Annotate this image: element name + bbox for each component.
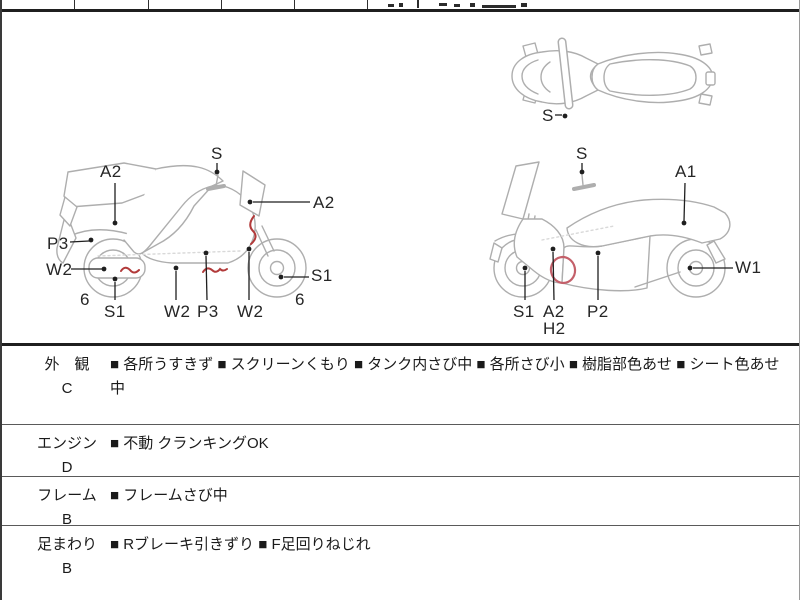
clipped-text-fragment xyxy=(417,0,419,8)
part-code-label: A2 xyxy=(543,302,565,321)
clipped-text-fragment xyxy=(470,3,475,7)
column-divider xyxy=(74,0,75,9)
table-row-undercarriage: 足まわり B ■ Rブレーキ引きずり ■ F足回りねじれ xyxy=(2,525,799,600)
part-code-label: P2 xyxy=(587,302,609,321)
clipped-text-fragment xyxy=(521,3,527,7)
part-code-label: W1 xyxy=(735,258,762,277)
part-code-label: A2 xyxy=(100,162,122,181)
condition-notes: ■ フレームさび中 xyxy=(110,487,228,504)
part-code-label: A2 xyxy=(313,193,335,212)
condition-notes: ■ Rブレーキ引きずり ■ F足回りねじれ xyxy=(110,536,371,553)
grade-value: B xyxy=(61,560,72,577)
clipped-text-fragment xyxy=(454,4,460,7)
column-divider xyxy=(367,0,368,9)
part-code-label: W2 xyxy=(164,302,191,321)
condition-table: 外 観 C ■ 各所うすきず ■ スクリーンくもり ■ タンク内さび中 ■ 各所… xyxy=(2,343,799,600)
condition-notes: ■ 各所うすきず ■ スクリーンくもり ■ タンク内さび中 ■ 各所さび小 ■ … xyxy=(110,356,780,373)
row-label: 足まわり xyxy=(36,536,97,553)
row-label: 外 観 xyxy=(44,356,90,373)
part-code-label: S1 xyxy=(513,302,535,321)
damage-mark-right-view xyxy=(549,255,577,285)
part-code-label: S xyxy=(576,144,588,163)
column-divider xyxy=(148,0,149,9)
part-code-label: S xyxy=(542,106,554,125)
part-code-label: A1 xyxy=(675,162,697,181)
label-anchor-dots xyxy=(88,113,693,282)
label-leader-lines xyxy=(69,114,733,301)
grade-value: B xyxy=(61,511,72,528)
grade-value: C xyxy=(61,380,73,397)
part-code-label: S1 xyxy=(311,266,333,285)
grade-value: D xyxy=(61,459,73,476)
part-code-label: 6 xyxy=(80,290,90,309)
condition-notes: ■ 不動 クランキングOK xyxy=(110,435,269,452)
part-code-label: W2 xyxy=(237,302,264,321)
condition-notes: 中 xyxy=(110,380,126,397)
part-code-label: 6 xyxy=(295,290,305,309)
clipped-text-fragment xyxy=(439,3,447,6)
table-row-engine: エンジン D ■ 不動 クランキングOK xyxy=(2,424,799,476)
part-code-label: P3 xyxy=(197,302,219,321)
clipped-text-fragment xyxy=(388,4,394,7)
column-divider xyxy=(294,0,295,9)
clipped-text-fragment xyxy=(482,5,516,8)
table-row-frame: フレーム B ■ フレームさび中 xyxy=(2,476,799,528)
row-label: フレーム xyxy=(37,487,97,504)
part-code-label: W2 xyxy=(46,260,73,279)
clipped-text-fragment xyxy=(399,3,403,7)
table-row-exterior: 外 観 C ■ 各所うすきず ■ スクリーンくもり ■ タンク内さび中 ■ 各所… xyxy=(2,346,799,424)
scooter-diagrams xyxy=(56,37,733,301)
column-divider xyxy=(221,0,222,9)
scooter-right-side-view xyxy=(489,161,731,298)
part-code-label: P3 xyxy=(47,234,69,253)
clipped-header-row xyxy=(2,0,799,12)
scooter-left-side-view xyxy=(56,162,307,298)
part-code-label: H2 xyxy=(543,319,566,338)
row-label: エンジン xyxy=(36,435,97,452)
part-code-label: S1 xyxy=(104,302,126,321)
part-code-label: S xyxy=(211,144,223,163)
damage-marks-left-view xyxy=(120,215,257,274)
scooter-top-view xyxy=(511,37,716,110)
